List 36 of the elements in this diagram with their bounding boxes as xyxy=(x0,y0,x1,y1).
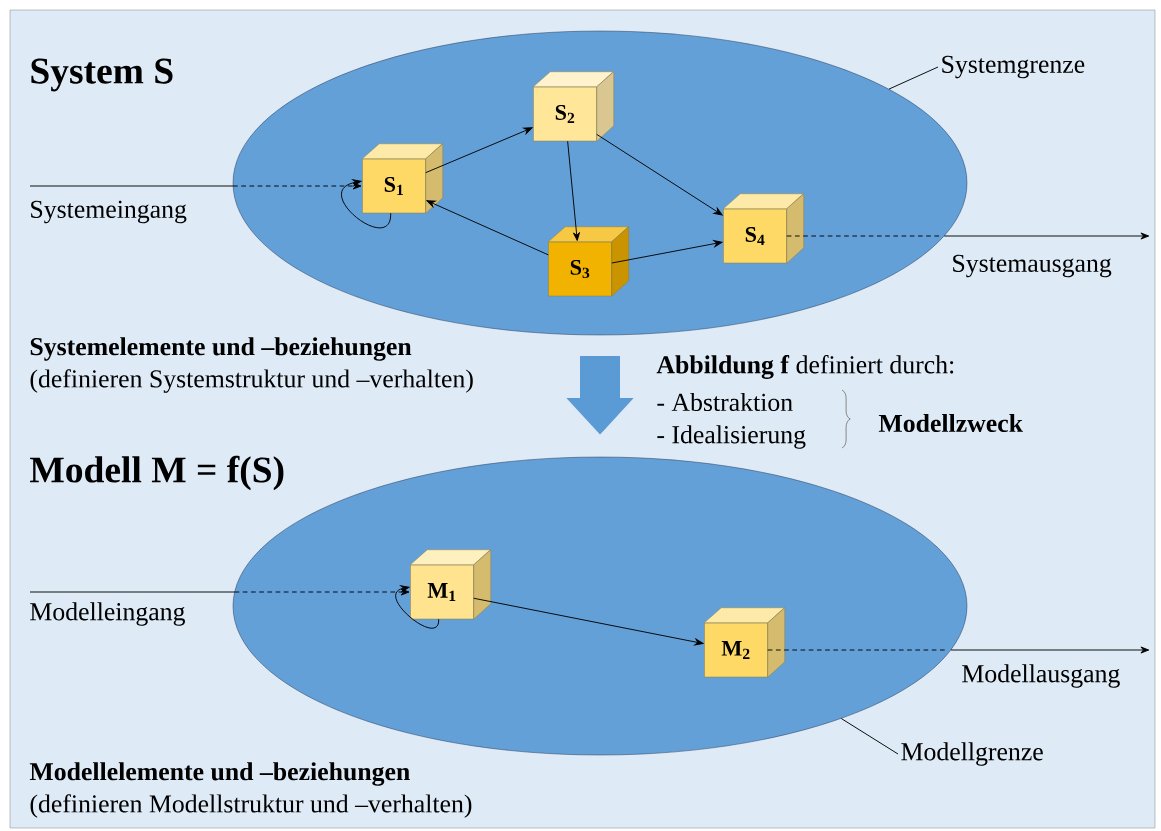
leader-line xyxy=(888,66,939,90)
boundary-label: Modellgrenze xyxy=(901,742,1043,766)
arrow xyxy=(611,240,723,264)
bold-label: Systemelemente und –beziehungen xyxy=(30,337,412,361)
text-label: Systemeingang xyxy=(31,200,187,224)
arrow xyxy=(426,200,549,256)
text-label: Systemausgang xyxy=(953,254,1112,278)
heading: Modell M = f(S) xyxy=(30,455,284,491)
text-label: Modellausgang xyxy=(962,664,1120,688)
cube: M$_{2}$ xyxy=(704,607,785,678)
leader-line xyxy=(840,718,899,755)
text-label: - Idealisierung xyxy=(657,425,806,449)
arrow xyxy=(29,182,362,190)
cube: S$_{2}$ xyxy=(533,71,614,142)
arrow xyxy=(29,588,410,596)
arrow xyxy=(596,133,723,216)
text-label: (definieren Systemstruktur und –verhalten) xyxy=(30,369,473,393)
bold-label: Modellelemente und –beziehungen xyxy=(29,762,410,786)
text-label: Modelleingang xyxy=(30,602,185,626)
arrow xyxy=(786,232,1150,240)
bold-label: Modellzweck xyxy=(878,413,1023,433)
cube: S$_{4}$ xyxy=(723,193,804,264)
text-label: (definieren Modellstruktur und –verhalten) xyxy=(30,794,472,818)
cube: M$_{1}$ xyxy=(410,549,491,620)
heading: System S xyxy=(31,58,173,92)
cube: S$_{3}$ xyxy=(548,226,629,297)
arrow xyxy=(473,597,704,646)
loop-arrow xyxy=(341,179,392,229)
arrow xyxy=(567,140,580,241)
arrow xyxy=(767,646,1150,654)
loop-arrow xyxy=(395,585,440,629)
text-label: - Abstraktion xyxy=(657,392,793,412)
boundary-label: Systemgrenze xyxy=(942,55,1085,79)
text-label: Abbildung f definiert durch: xyxy=(656,355,954,379)
arrow xyxy=(425,127,533,174)
cube: S$_{1}$ xyxy=(362,143,443,214)
